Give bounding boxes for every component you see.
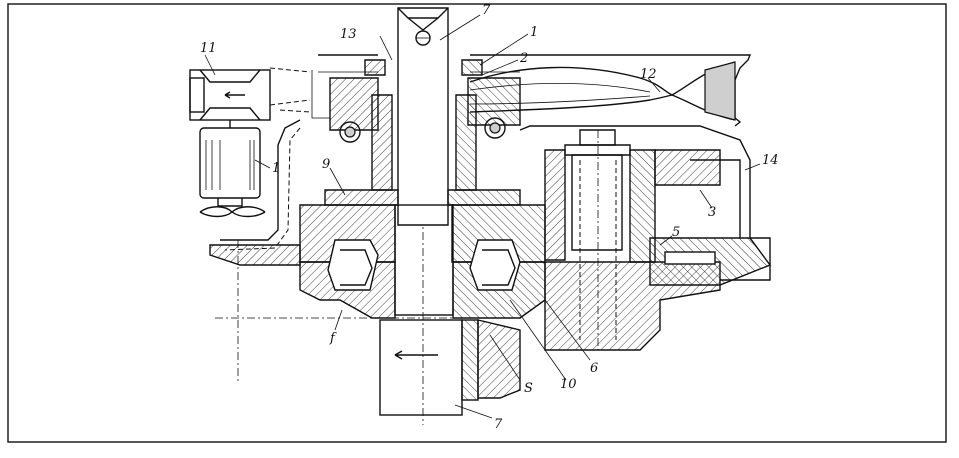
leader-lines [204,14,761,419]
label-9: 9 [322,157,330,172]
label-12: 12 [640,67,657,82]
label-13: 13 [340,27,357,42]
main-shaft [397,7,449,226]
drawing-frame [7,3,947,443]
motor-pulley [189,69,271,128]
label-3: 3 [708,205,716,220]
label-S: S [524,381,533,396]
top-cover [269,54,752,127]
label-11: 11 [200,41,217,56]
label-7-bottom: 7 [494,417,503,432]
column-housing [371,94,477,191]
label-6: 6 [590,361,598,376]
right-housing [519,125,772,351]
motor [199,127,266,218]
label-2: 2 [519,51,528,66]
belt-guard [469,61,736,121]
lower-shaft [379,319,521,416]
upper-bearing-housing [329,59,521,143]
label-1-motor: 1 [272,161,280,176]
housing-left [209,119,301,266]
label-7-top: 7 [482,3,491,18]
label-1-top: 1 [530,25,538,40]
lower-bearing-right [452,239,546,319]
threaded-spindle [394,204,454,316]
label-f: f [329,331,337,346]
lower-bearing-left [299,239,396,319]
label-10: 10 [560,377,577,392]
label-5: 5 [672,225,680,240]
label-14: 14 [762,153,779,168]
